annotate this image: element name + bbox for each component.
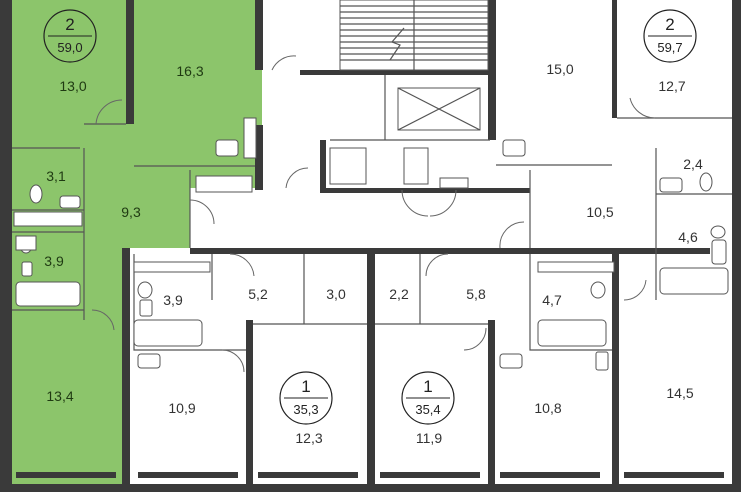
room-label: 9,3 (121, 204, 141, 220)
room-label: 4,6 (678, 229, 698, 245)
apartment-badge-d: 1 35,4 (401, 371, 455, 425)
apt-a-highlight (10, 0, 262, 486)
room-label: 3,9 (44, 253, 64, 269)
badge-circle (401, 371, 455, 425)
fixtures (13, 117, 729, 371)
partitions (12, 75, 732, 351)
room-labels: 13,0 16,3 3,1 9,3 3,9 13,4 15,0 12,7 2,4… (44, 61, 703, 446)
badge-circle (643, 9, 697, 63)
apartment-rooms: 2 (65, 15, 74, 34)
room-label: 13,0 (59, 78, 86, 94)
room-label: 12,3 (295, 430, 322, 446)
room-label: 10,8 (534, 400, 561, 416)
apartment-area: 35,3 (293, 402, 318, 417)
room-label: 13,4 (46, 388, 73, 404)
room-label: 2,4 (683, 156, 703, 172)
apartment-area: 35,4 (415, 402, 440, 417)
room-label: 15,0 (546, 61, 573, 77)
room-label: 16,3 (176, 63, 203, 79)
apartment-rooms: 2 (665, 15, 674, 34)
room-label: 10,9 (168, 400, 195, 416)
apartment-rooms: 1 (423, 377, 432, 396)
room-label: 5,2 (248, 286, 268, 302)
apartment-badge-b: 2 59,7 (643, 9, 697, 63)
staircase (339, 0, 489, 71)
room-label: 12,7 (658, 78, 685, 94)
room-label: 14,5 (666, 385, 693, 401)
room-label: 3,0 (326, 286, 346, 302)
elevator-shaft (397, 87, 481, 131)
room-label: 5,8 (466, 286, 486, 302)
badge-circle (43, 9, 97, 63)
badge-circle (279, 371, 333, 425)
apartment-badge-c: 1 35,3 (279, 371, 333, 425)
apartment-area: 59,0 (57, 40, 82, 55)
room-label: 11,9 (416, 430, 442, 446)
room-label: 2,2 (389, 286, 409, 302)
apartment-area: 59,7 (657, 40, 682, 55)
apartment-rooms: 1 (301, 377, 310, 396)
room-label: 3,1 (46, 168, 66, 184)
room-label: 4,7 (542, 292, 562, 308)
apartment-badge-a: 2 59,0 (43, 9, 97, 63)
room-label: 10,5 (586, 204, 613, 220)
room-label: 3,9 (163, 292, 183, 308)
doors (91, 55, 656, 373)
